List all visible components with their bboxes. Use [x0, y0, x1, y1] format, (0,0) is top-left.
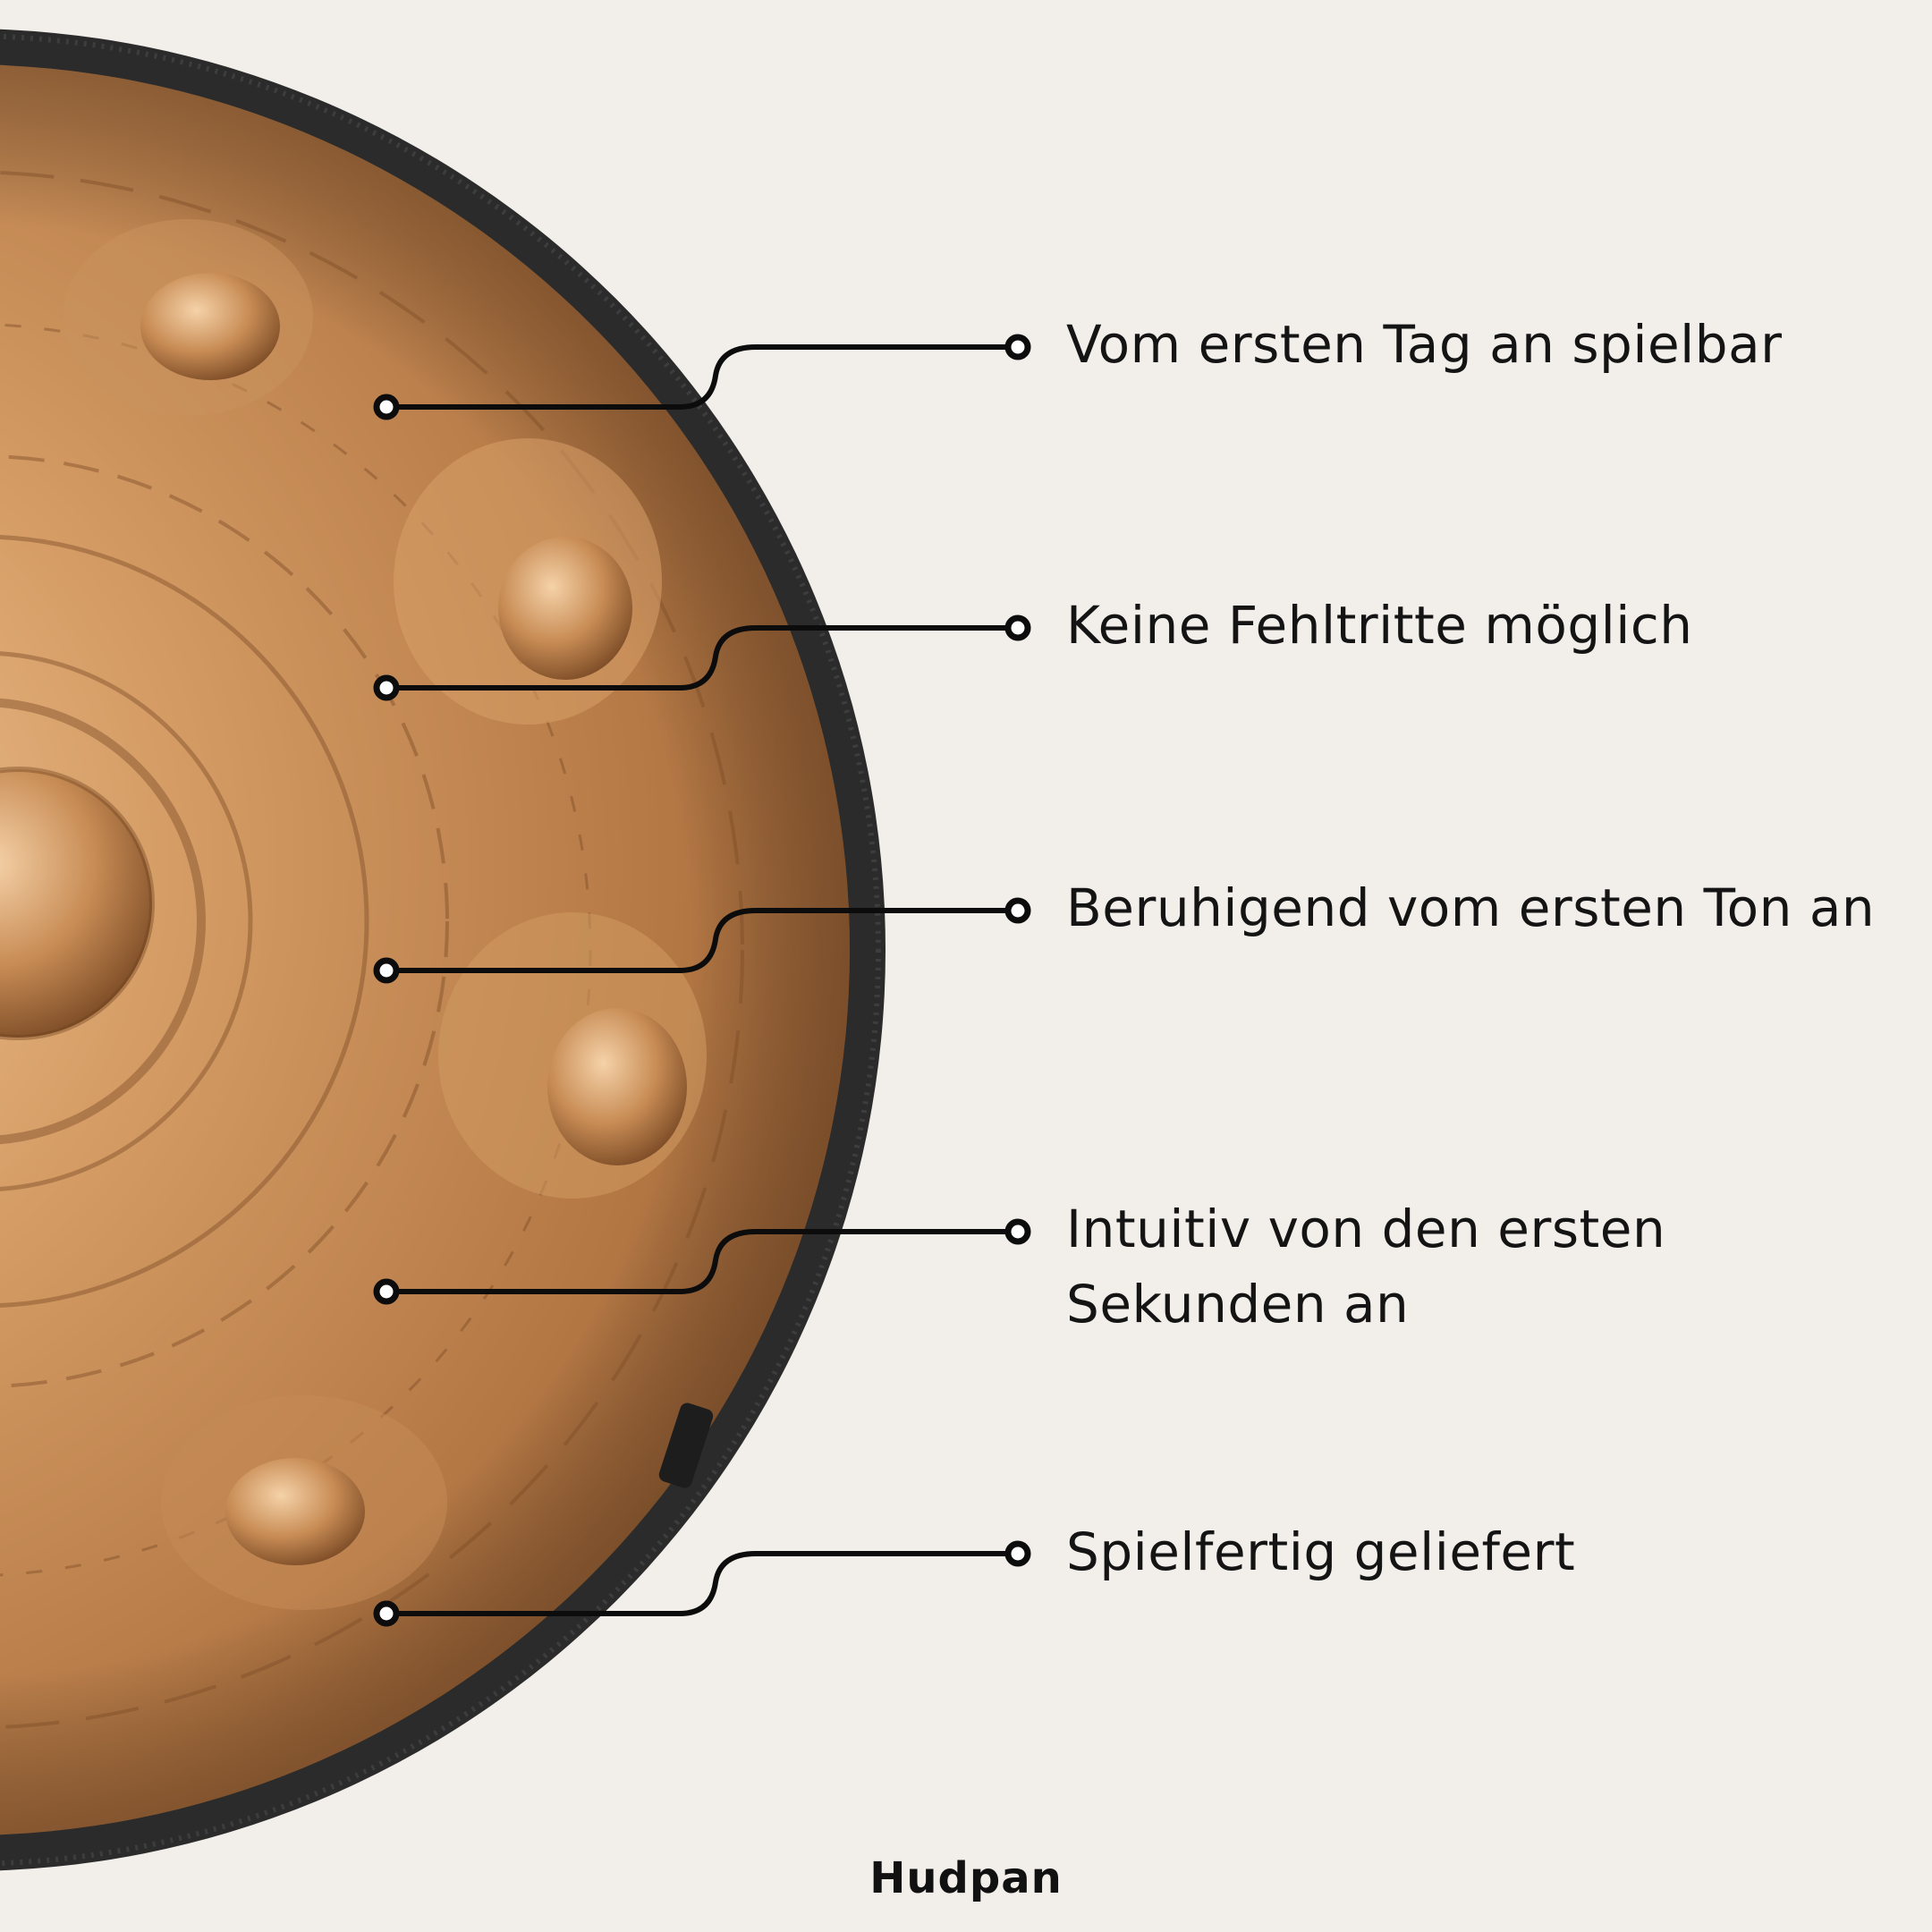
callout-start-dot-1 — [373, 394, 400, 420]
brand-logo: Hudpan — [869, 1853, 1063, 1903]
handpan-latch — [658, 1402, 714, 1488]
feature-label-playable-first-day: Vom ersten Tag an spielbar — [1066, 314, 1783, 375]
tone-fields — [63, 219, 707, 1610]
feature-label-no-mistakes: Keine Fehltritte möglich — [1066, 595, 1693, 656]
callout-start-dot-4 — [373, 1278, 400, 1305]
callout-dots — [373, 334, 1031, 1627]
callout-line-4 — [384, 1229, 1012, 1294]
callout-end-dot-5 — [1004, 1540, 1031, 1567]
callout-end-dot-2 — [1004, 614, 1031, 641]
callout-start-dot-3 — [373, 957, 400, 984]
callout-line-5 — [384, 1551, 1012, 1616]
callout-line-3 — [384, 908, 1012, 973]
callout-start-dot-2 — [373, 674, 400, 701]
callout-connectors — [384, 344, 1012, 1616]
handpan-image — [0, 30, 886, 1870]
callout-end-dot-4 — [1004, 1218, 1031, 1245]
callout-end-dot-3 — [1004, 897, 1031, 924]
callout-end-dot-1 — [1004, 334, 1031, 360]
feature-label-intuitive: Intuitiv von den ersten Sekunden an — [1066, 1199, 1666, 1335]
feature-label-ready-to-play: Spielfertig geliefert — [1066, 1521, 1576, 1582]
callout-start-dot-5 — [373, 1600, 400, 1627]
callout-line-2 — [384, 625, 1012, 691]
feature-label-calming: Beruhigend vom ersten Ton an — [1066, 877, 1876, 938]
center-dome — [0, 769, 152, 1038]
callout-line-1 — [384, 344, 1012, 410]
